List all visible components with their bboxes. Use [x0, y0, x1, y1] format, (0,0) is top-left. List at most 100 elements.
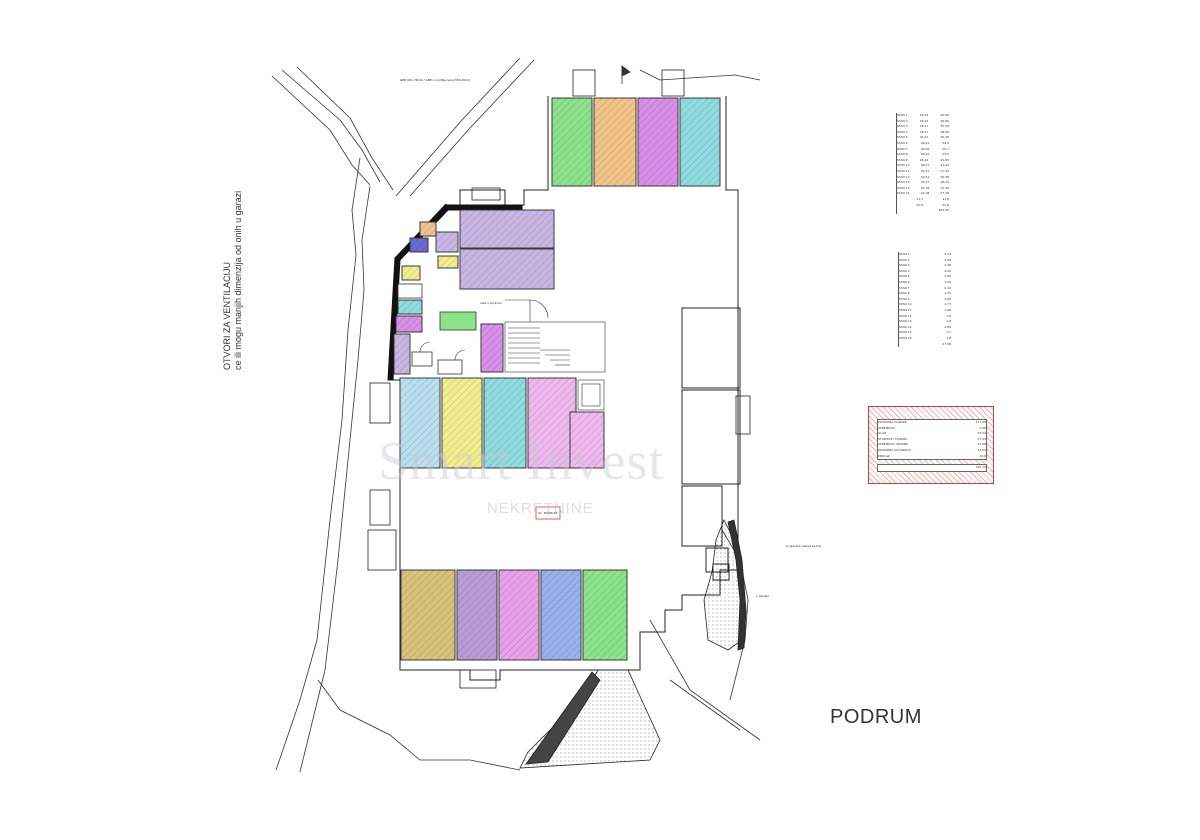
table-cell: 28,96 [940, 129, 949, 134]
table-cell: 1,96 [944, 274, 951, 279]
table-cell: STAN 4 [899, 268, 910, 273]
table-cell: 32,57 [920, 168, 930, 173]
table-cell: 20,1 [942, 146, 949, 151]
table-cell: 26,22 [919, 113, 929, 117]
table-cell: 36,27 [919, 124, 929, 129]
site-boundary-lines [271, 57, 761, 773]
table-cell: 29,5 [942, 140, 949, 145]
red-note-box [535, 506, 561, 520]
table-cell: 27,36 [940, 191, 949, 196]
entry-ramp [703, 519, 747, 651]
table-cell: STAN 6 [897, 140, 908, 145]
table-cell: POVRSINA GARAZE [878, 420, 907, 424]
table-row: STAN 14 22,18 27,48 [897, 186, 949, 192]
table-total-value: 402,56 [938, 208, 950, 213]
table-cell: STAN 10 [899, 302, 912, 307]
table-cell: 27,50 [977, 436, 986, 441]
table-cell: 22,6 [942, 202, 949, 207]
table-cell: STAN 3 [897, 124, 908, 129]
table-cell: 2,48 [944, 263, 951, 268]
table-cell: 1,29 [944, 279, 951, 284]
table-cell: STUBISTE I HODNIK [878, 436, 908, 441]
table-cell: 27,48 [940, 185, 949, 190]
table-cell: STAN 2 [899, 257, 910, 262]
table-cell: 22,28 [920, 191, 930, 196]
table-cell: STAN 10 [897, 163, 910, 168]
table-cell: 1,7 [946, 330, 951, 335]
table-cell: 2,42 [944, 285, 951, 290]
table-cell: 35,58 [940, 124, 949, 129]
table-cell: STAN 16 [899, 335, 912, 340]
top-note: GBP 601,76m2 / GBP u konfiguraciji 356,4… [400, 78, 470, 82]
table-cell: 36,27 [919, 129, 929, 134]
table-cell: 26,22 [919, 118, 929, 123]
table-cell: STAN 9 [897, 157, 908, 162]
table-cell: STAN 9 [899, 296, 910, 301]
ventilation-note-line2: ce ili mogu manjih dimenzija od onih u g… [233, 190, 243, 370]
watermark-sub: NEKRETNINE [487, 500, 594, 517]
table-cell: STAN 14 [899, 324, 912, 329]
table-cell: 37,24 [977, 447, 986, 452]
table-row: STUBISTE I HODNIK 27,50 [878, 437, 986, 443]
table-row: STAN 2 26,22 26,80 [897, 119, 949, 125]
table-cell: 31,57 [920, 180, 930, 185]
table-cell: 27,94 [940, 163, 949, 168]
table-cell: 11,3 [916, 196, 923, 201]
table-cell: STAN 2 [897, 118, 908, 123]
table-cell: 271,40 [975, 420, 987, 424]
table-cell: STAN 6 [899, 279, 910, 284]
table-cell: STAN 15 [899, 330, 912, 335]
table-cell: STAN 7 [897, 146, 908, 151]
storage-units-top [551, 97, 721, 187]
table-cell: 25,46 [940, 135, 949, 140]
table-cell: STAN 4 [897, 129, 908, 134]
storage-units-bottom [400, 569, 628, 661]
table-cell: STAN 14 [897, 185, 910, 190]
table-row: STAN 4 2,06 [899, 269, 951, 275]
table-cell: 22,18 [920, 185, 930, 190]
table-cell: STAN 11 [899, 307, 912, 312]
table-cell: 22,8 [916, 202, 923, 207]
table-cell: 1,8 [946, 335, 951, 340]
table-cell: 26,80 [940, 118, 949, 123]
table-cell: STAN 13 [899, 319, 912, 324]
table-cell: 1,8 [946, 319, 951, 324]
table-cell: 2,06 [944, 268, 951, 273]
table-cell: 27,94 [940, 168, 949, 173]
table-row: STAN 15 22,28 27,36 [897, 191, 949, 197]
table-cell: SPREMISTA UKUPNO [878, 442, 909, 447]
table-cell: 46,91 [920, 140, 930, 145]
ramp-note: ko garaza manja za kat [786, 544, 822, 548]
storage-units-upper-left [393, 209, 555, 375]
table-cell: PROLAZ [878, 453, 891, 458]
table-cell: SPREMISTA [878, 425, 895, 430]
table-row: STAN 16 1,8 [899, 336, 951, 342]
table-cell: POVRSINA SKLONISTA [878, 447, 911, 452]
table-cell: 1,8 [946, 313, 951, 318]
table-cell: 47,08 [977, 442, 986, 447]
table-cell: STAN 7 [899, 285, 910, 290]
table-cell: 25,86 [940, 157, 949, 162]
table-cell: STAN 8 [899, 291, 910, 296]
table-total: 27,58 [899, 342, 951, 348]
table-cell: 23,5 [942, 152, 949, 157]
table-cell: STAN 15 [897, 191, 910, 196]
ramp [519, 669, 661, 769]
table-cell: 33,50 [977, 431, 986, 436]
table-cell: 2,48 [944, 257, 951, 262]
ventilation-note: OTVORI ZA VENTILACIJU ce ili mogu manjih… [222, 130, 244, 370]
staircase [419, 299, 606, 411]
